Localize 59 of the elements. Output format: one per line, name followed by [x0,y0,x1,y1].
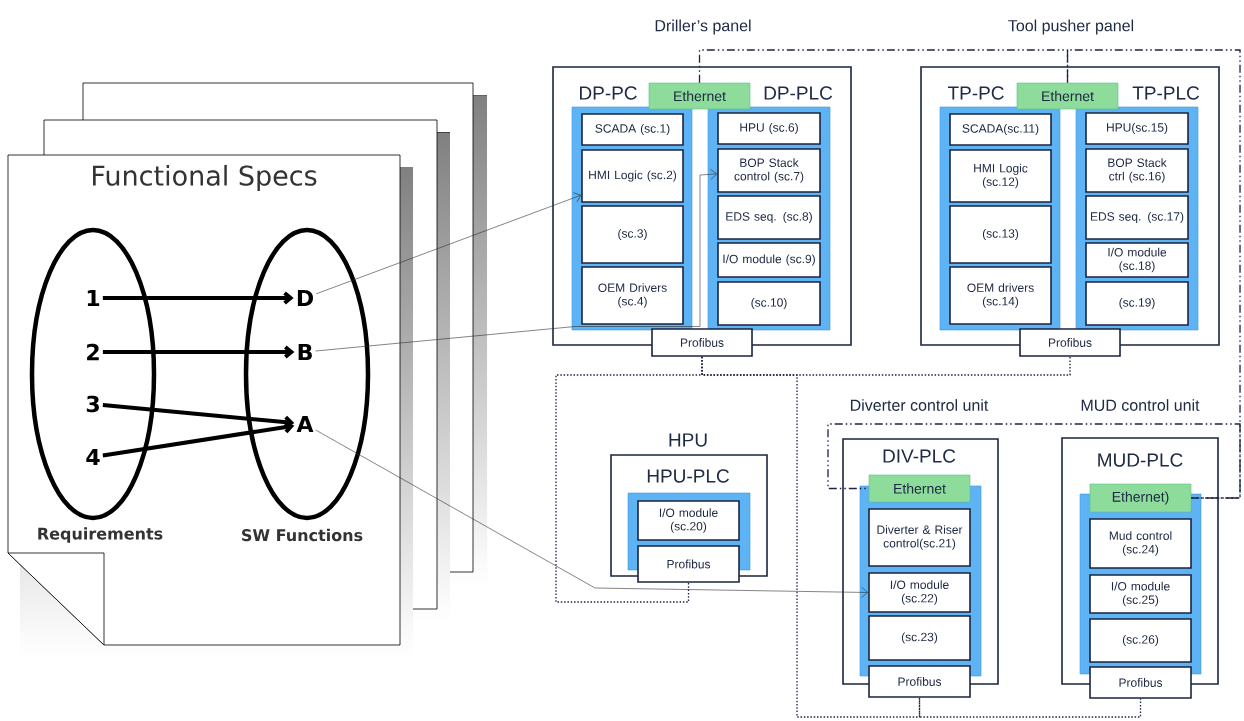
module-box: OEM Drivers (sc.4) [581,266,684,325]
module-box: (sc.10) [717,281,821,326]
arrow [316,192,582,295]
element-label: 1 [87,290,100,307]
module-box: Profibus [868,665,971,698]
module-box: HMI Logic (sc.12) [949,149,1052,203]
arrow [315,429,869,598]
connector-line [698,49,1069,84]
network-port-box: Ethernet) [1089,483,1192,513]
module-box: (sc.23) [868,615,971,661]
element-label: A [296,416,314,433]
node-label: Diverter control unit [850,399,989,411]
module-box: I/O module (sc.18) [1085,242,1189,278]
module-box: BOP Stack control (sc.7) [717,148,821,193]
element-label: 3 [86,395,99,413]
module-box: Profibus [1089,666,1192,699]
element-label: B [298,344,312,361]
module-box: (sc.3) [581,205,684,264]
arrow [102,420,295,458]
module-box: BOP Stack ctrl (sc.16) [1085,148,1189,193]
module-box: (sc.26) [1089,618,1192,663]
arrow [102,345,295,359]
module-box: (sc.13) [949,205,1052,264]
module-box: HPU(sc.15) [1085,112,1189,145]
module-box: I/O module (sc.9) [717,242,821,278]
node-label: Requirements [38,527,163,543]
module-box: EDS seq. (sc.8) [717,195,821,240]
module-box: (sc.19) [1085,281,1189,326]
module-box: HPU (sc.6) [717,112,821,145]
module-box: I/O module (sc.25) [1089,574,1192,614]
module-box: Profibus [1019,328,1121,357]
connector-line [827,423,1241,499]
connector-line [701,356,921,718]
node-label: Tool pusher panel [1008,19,1134,35]
node-label: HPU [669,433,707,447]
element-label: 2 [87,343,99,361]
node-label: Driller’s panel [655,19,751,35]
node-label: SW Functions [242,528,363,542]
module-box: SCADA (sc.1) [581,113,684,146]
arrow [315,169,718,352]
module-box: Mud control (sc.24) [1089,518,1192,569]
connector-line [918,697,1142,718]
module-box: SCADA(sc.11) [949,113,1052,146]
arrow [102,291,294,305]
module-box: Profibus [637,545,740,583]
module-box: Diverter & Riser control(sc.21) [868,508,971,567]
module-box: I/O module (sc.20) [637,500,740,541]
network-port-box: Ethernet [648,82,751,110]
connector-line [1066,49,1241,499]
module-box: Profibus [651,328,753,357]
node-label: MUD control unit [1081,399,1200,411]
network-port-box: Ethernet [868,474,971,503]
module-box: HMI Logic (sc.2) [581,149,684,203]
module-box: I/O module (sc.22) [868,572,971,613]
module-box: OEM drivers (sc.14) [949,266,1052,325]
element-label: D [297,290,313,307]
element-label: 4 [86,449,100,466]
module-box: EDS seq. (sc.17) [1085,195,1189,240]
network-port-box: Ethernet [1016,82,1119,110]
